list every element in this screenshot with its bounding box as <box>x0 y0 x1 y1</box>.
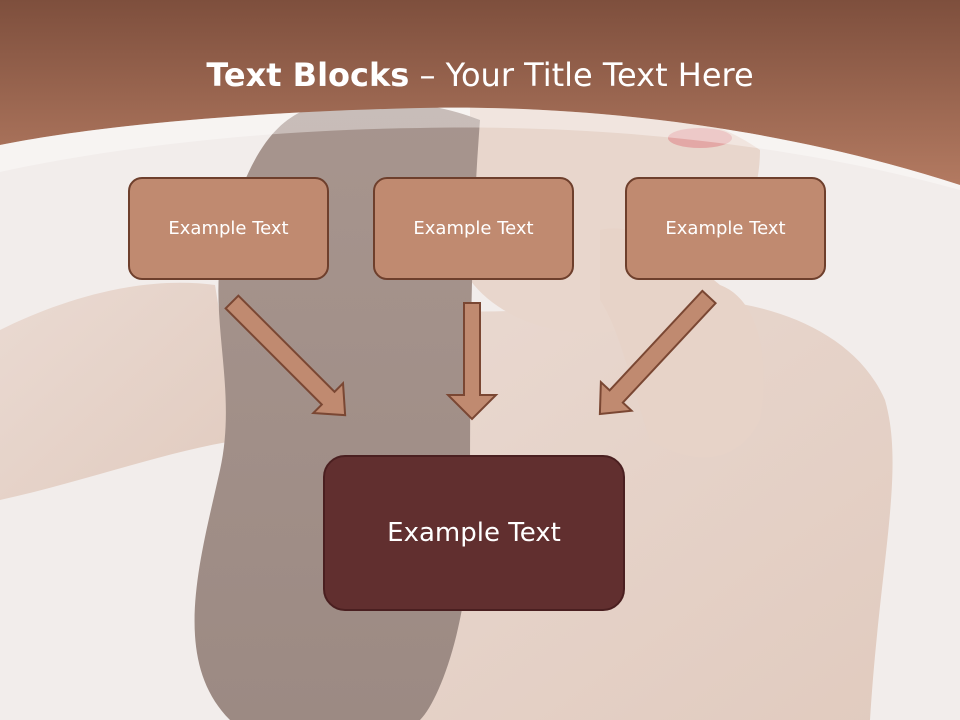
arrow-down-icon[interactable] <box>445 302 499 421</box>
slide-title: Text Blocks – Your Title Text Here <box>0 50 960 100</box>
main-text-block-label: Example Text <box>387 518 561 548</box>
text-block-3[interactable]: Example Text <box>625 177 826 280</box>
arrow-down-left-icon[interactable] <box>585 283 725 429</box>
header-band <box>0 0 960 190</box>
text-block-2-label: Example Text <box>413 218 534 239</box>
text-block-2[interactable]: Example Text <box>373 177 574 280</box>
text-block-1-label: Example Text <box>168 218 289 239</box>
title-bold: Text Blocks <box>206 56 410 94</box>
title-dash: – <box>409 56 446 94</box>
main-text-block[interactable]: Example Text <box>323 455 625 611</box>
title-rest: Your Title Text Here <box>445 56 754 94</box>
text-block-1[interactable]: Example Text <box>128 177 329 280</box>
arrow-down-right-icon <box>224 294 347 417</box>
text-block-3-label: Example Text <box>665 218 786 239</box>
